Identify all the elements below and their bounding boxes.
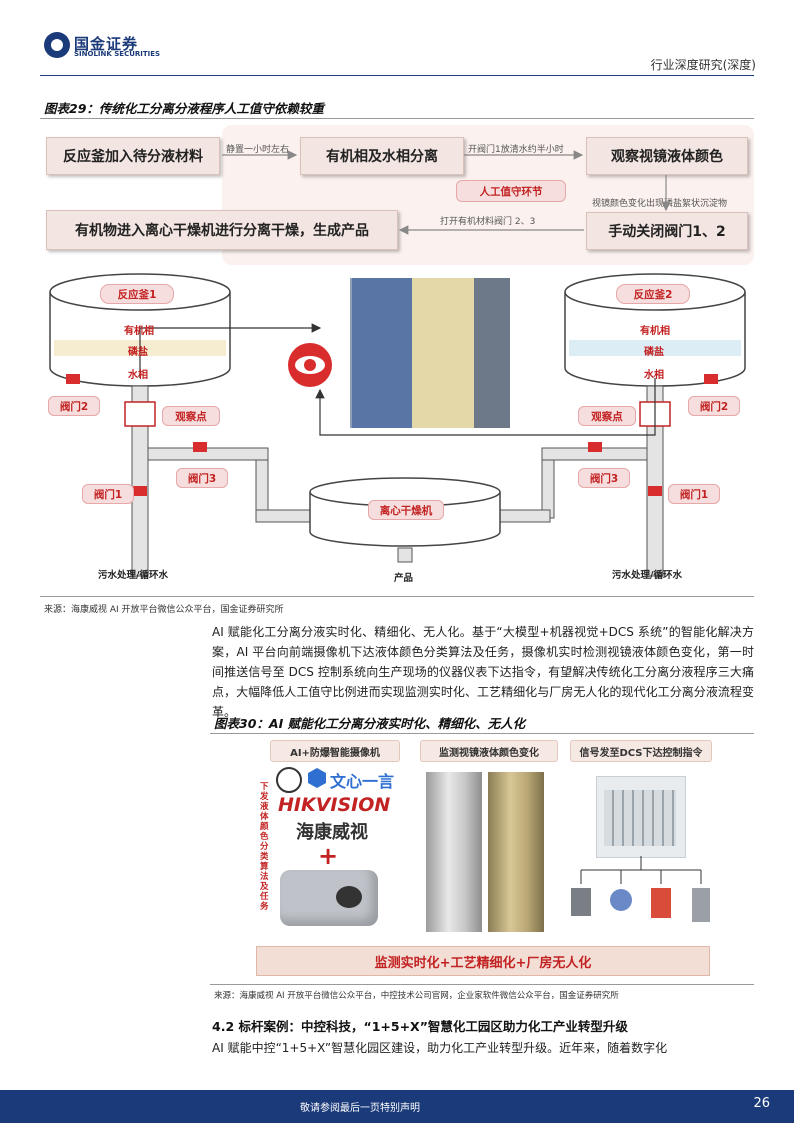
waste-left-label: 污水处理/循环水 <box>98 570 168 581</box>
footer-disclaimer: 敬请参阅最后一页特别声明 <box>300 1103 420 1114</box>
hikvision-logo-cn: 海康威视 <box>296 822 368 843</box>
section-heading: 4.2 标杆案例：中控科技，“1+5+X”智慧化工园区助力化工产业转型升级 <box>212 1019 628 1034</box>
field-instruments <box>571 856 710 922</box>
step-observe-color: 观察视镜液体颜色 <box>586 137 748 175</box>
step-phase-separation: 有机相及水相分离 <box>300 137 464 175</box>
figure29-top-rule <box>40 118 754 119</box>
company-logo-icon <box>44 32 70 58</box>
page-number: 26 <box>753 1096 770 1111</box>
reactor2-water: 水相 <box>644 370 664 381</box>
figure29-source: 来源：海康威视 AI 开放平台微信公众平台，国金证券研究所 <box>44 605 284 615</box>
centrifuge-label: 离心干燥机 <box>368 500 444 520</box>
panel-monitor-head: 监测视镜液体颜色变化 <box>420 740 558 762</box>
panel-dcs-head: 信号发至DCS下达控制指令 <box>570 740 712 762</box>
openai-logo-icon <box>276 767 302 793</box>
figure30-bottom-banner: 监测实时化+工艺精细化+厂房无人化 <box>256 946 710 976</box>
product-label: 产品 <box>394 573 414 584</box>
paragraph-ai-separation: AI 赋能化工分离分液实时化、精细化、无人化。基于“大模型+机器视觉+DCS 系… <box>212 625 754 719</box>
wenxin-label: 文心一言 <box>330 772 395 791</box>
vertical-caption: 下发液体颜色分类算法及任务 <box>260 782 269 912</box>
plus-icon: + <box>318 842 339 870</box>
panel-camera-head: AI+防爆智能摄像机 <box>270 740 400 762</box>
footer-bar <box>0 1090 794 1123</box>
step-centrifuge-dry: 有机物进入离心干燥机进行分离干燥，生成产品 <box>46 210 398 250</box>
reactor1-organic: 有机相 <box>124 326 154 337</box>
eye-icon <box>288 343 332 387</box>
figure29-title: 图表29：传统化工分离分液程序人工值守依赖较重 <box>44 101 324 116</box>
observe-left: 观察点 <box>162 406 220 426</box>
explosion-proof-camera-image <box>280 870 378 926</box>
arrow-label-precipitate: 视镜颜色变化出现磷盐絮状沉淀物 <box>592 199 728 209</box>
waste-right-label: 污水处理/循环水 <box>612 570 682 581</box>
valve3-right: 阀门3 <box>578 468 630 488</box>
logo-cn: 国金证券 <box>74 35 139 53</box>
valve3-left: 阀门3 <box>176 468 228 488</box>
dcs-cabinet-racks <box>604 790 676 846</box>
reactor2-phosphate: 磷盐 <box>644 347 664 358</box>
figure30-title: 图表30：AI 赋能化工分离分液实时化、精细化、无人化 <box>214 716 526 731</box>
reactor2-label: 反应釜2 <box>616 284 690 304</box>
logo-en: SINOLINK SECURITIES <box>74 50 161 58</box>
step-add-material: 反应釜加入待分液材料 <box>46 137 220 175</box>
reactor2-organic: 有机相 <box>640 326 670 337</box>
hikvision-logo-en: HIKVISION <box>278 794 391 816</box>
observe-right: 观察点 <box>578 406 636 426</box>
valve1-left: 阀门1 <box>82 484 134 504</box>
process-diagram <box>49 273 746 577</box>
reactor1-water: 水相 <box>128 370 148 381</box>
valve2-right: 阀门2 <box>688 396 740 416</box>
arrow-label-settle: 静置一小时左右 <box>226 145 290 155</box>
sightglass-turbid-image <box>488 772 544 932</box>
step-close-valves: 手动关闭阀门1、2 <box>586 212 748 250</box>
wenxin-logo-icon <box>308 768 326 788</box>
figure30-source: 来源：海康威视 AI 开放平台微信公众平台，中控技术公司官网，企业家软件微信公众… <box>214 991 619 1001</box>
human-watch-tag: 人工值守环节 <box>456 180 566 202</box>
report-type: 行业深度研究(深度) <box>650 58 756 72</box>
valve1-right: 阀门1 <box>668 484 720 504</box>
sightglass-clear-image <box>426 772 482 932</box>
figure30-bottom-rule <box>210 984 754 985</box>
arrow-label-open-valve1: 开阀门1放清水约半小时 <box>468 145 564 155</box>
reactor1-label: 反应釜1 <box>100 284 174 304</box>
camera-lens-icon <box>336 886 362 908</box>
figure30-top-rule <box>210 733 754 734</box>
flow-arrows <box>222 150 671 235</box>
reactor1-phosphate: 磷盐 <box>128 347 148 358</box>
arrow-label-open-valve23: 打开有机材料阀门 2、3 <box>440 217 536 227</box>
section-text: AI 赋能中控“1+5+X”智慧化园区建设，助力化工产业转型升级。近年来，随着数… <box>212 1041 668 1055</box>
figure29-bottom-rule <box>40 596 754 597</box>
valve2-left: 阀门2 <box>48 396 100 416</box>
header-divider <box>40 75 754 76</box>
